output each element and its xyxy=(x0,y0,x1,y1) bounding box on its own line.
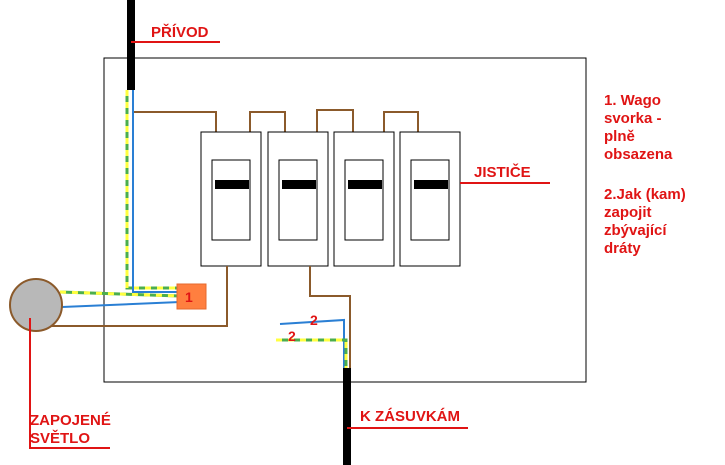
wago-marker: 1 xyxy=(185,289,193,305)
phase-wire-outlets xyxy=(309,266,351,368)
breaker-4 xyxy=(399,131,461,267)
privod-label: PŘÍVOD xyxy=(151,24,209,41)
wago-terminal xyxy=(176,283,207,310)
note-1-line: plně xyxy=(604,128,635,145)
note-1: 1. Wago svorka - plně obsazena xyxy=(604,92,672,164)
feed-wire-brown xyxy=(132,90,217,132)
wire-marker-blue: 2 xyxy=(310,312,318,328)
note-2-line: zapojit xyxy=(604,204,652,221)
loose-blue-wire xyxy=(279,318,345,368)
note-2-line: dráty xyxy=(604,240,641,257)
light-fixture xyxy=(9,278,63,332)
bridge-wire-3 xyxy=(383,111,419,132)
light-label-line1: ZAPOJENÉ xyxy=(30,412,111,429)
note-1-line: svorka - xyxy=(604,110,662,127)
note-2-line: 2.Jak (kam) xyxy=(604,186,686,203)
breaker-3 xyxy=(333,131,395,267)
bridge-wire-2 xyxy=(316,109,354,132)
breaker-2 xyxy=(267,131,329,267)
pe-wire-supply xyxy=(125,90,180,290)
light-pointer-line xyxy=(29,318,110,449)
bridge-wire-1 xyxy=(249,111,286,132)
neutral-wire-supply xyxy=(132,90,180,293)
wire-marker-pe: 2 xyxy=(288,328,296,344)
note-1-line: 1. Wago xyxy=(604,92,661,109)
note-1-line: obsazena xyxy=(604,146,673,163)
breaker-1 xyxy=(200,131,262,267)
pe-wire-supply-stripe xyxy=(125,90,180,290)
loose-pe-wire-stripe xyxy=(276,338,348,368)
loose-pe-wire xyxy=(276,338,348,368)
note-2: 2.Jak (kam) zapojit zbývající dráty xyxy=(604,186,686,258)
light-label-line2: SVĚTLO xyxy=(30,430,91,447)
pe-wire-light-stripe xyxy=(59,290,181,298)
outlet-label: K ZÁSUVKÁM xyxy=(360,408,460,425)
note-2-line: zbývající xyxy=(604,222,667,239)
jistice-label: JISTIČE xyxy=(474,164,531,181)
